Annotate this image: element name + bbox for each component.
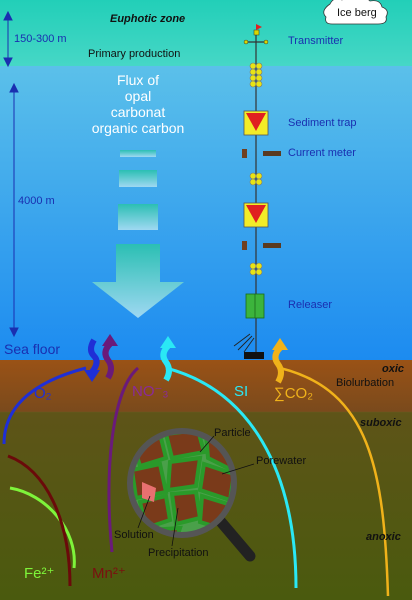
magnifier-icon	[127, 428, 256, 562]
current-meter-label: Current meter	[288, 147, 356, 159]
flux-label-line-1: Flux of	[116, 72, 159, 88]
precipitation-leader	[171, 507, 179, 547]
fe-label: Fe²⁺	[24, 565, 55, 582]
no3-profile-curve	[107, 366, 140, 553]
si-label: SI	[234, 383, 249, 400]
iceberg-label: Ice berg	[337, 7, 377, 19]
mn-profile-curve	[7, 454, 72, 587]
deep-depth-arrow	[9, 82, 19, 338]
porewater-leader	[221, 463, 255, 475]
solution-leader	[137, 495, 151, 529]
o2-flux-arrow	[84, 338, 100, 382]
mooring-string	[233, 24, 281, 359]
deep-depth-label: 4000 m	[18, 195, 55, 207]
surface-depth-arrow	[3, 10, 13, 68]
o2-label: O₂	[34, 385, 52, 402]
transmitter-label: Transmitter	[288, 35, 344, 47]
anoxic-label: anoxic	[366, 531, 401, 543]
releaser-label: Releaser	[288, 299, 333, 311]
surface-depth-label: 150-300 m	[14, 33, 67, 45]
co2-flux-arrow	[272, 338, 288, 384]
co2-profile-curve	[279, 366, 390, 597]
solution-label: Solution	[114, 529, 154, 541]
oxic-label: oxic	[382, 363, 405, 375]
porewater-label: Porewater	[256, 455, 307, 467]
primary-production-label: Primary production	[88, 48, 181, 60]
flux-label-line-4: organic carbon	[91, 120, 185, 136]
iceberg-icon	[323, 0, 388, 25]
fe-profile-curve	[9, 486, 76, 569]
flux-label: Flux of opal carbonat organic carbon	[70, 72, 206, 136]
particle-label: Particle	[214, 427, 251, 439]
sediment-trap-label: Sediment trap	[288, 117, 357, 129]
precipitation-label: Precipitation	[148, 547, 209, 559]
co2-label: ∑CO₂	[274, 385, 314, 402]
no3-label: NO⁻₃	[132, 383, 169, 400]
flux-label-line-2: opal	[124, 88, 152, 104]
si-profile-curve	[165, 366, 298, 589]
no3-flux-arrow	[102, 334, 118, 380]
deep-water-layer	[0, 66, 412, 360]
flux-arrow	[92, 150, 184, 318]
euphotic-zone-label: Euphotic zone	[110, 13, 186, 25]
sea-floor-label: Sea floor	[4, 341, 61, 357]
particle-leader	[199, 435, 215, 453]
o2-profile-curve	[2, 366, 87, 445]
suboxic-label: suboxic	[360, 417, 402, 429]
si-flux-arrow	[160, 336, 176, 382]
flux-label-line-3: carbonat	[110, 104, 166, 120]
bioturbation-label: Biolurbation	[336, 377, 395, 389]
mn-label: Mn²⁺	[92, 565, 126, 582]
